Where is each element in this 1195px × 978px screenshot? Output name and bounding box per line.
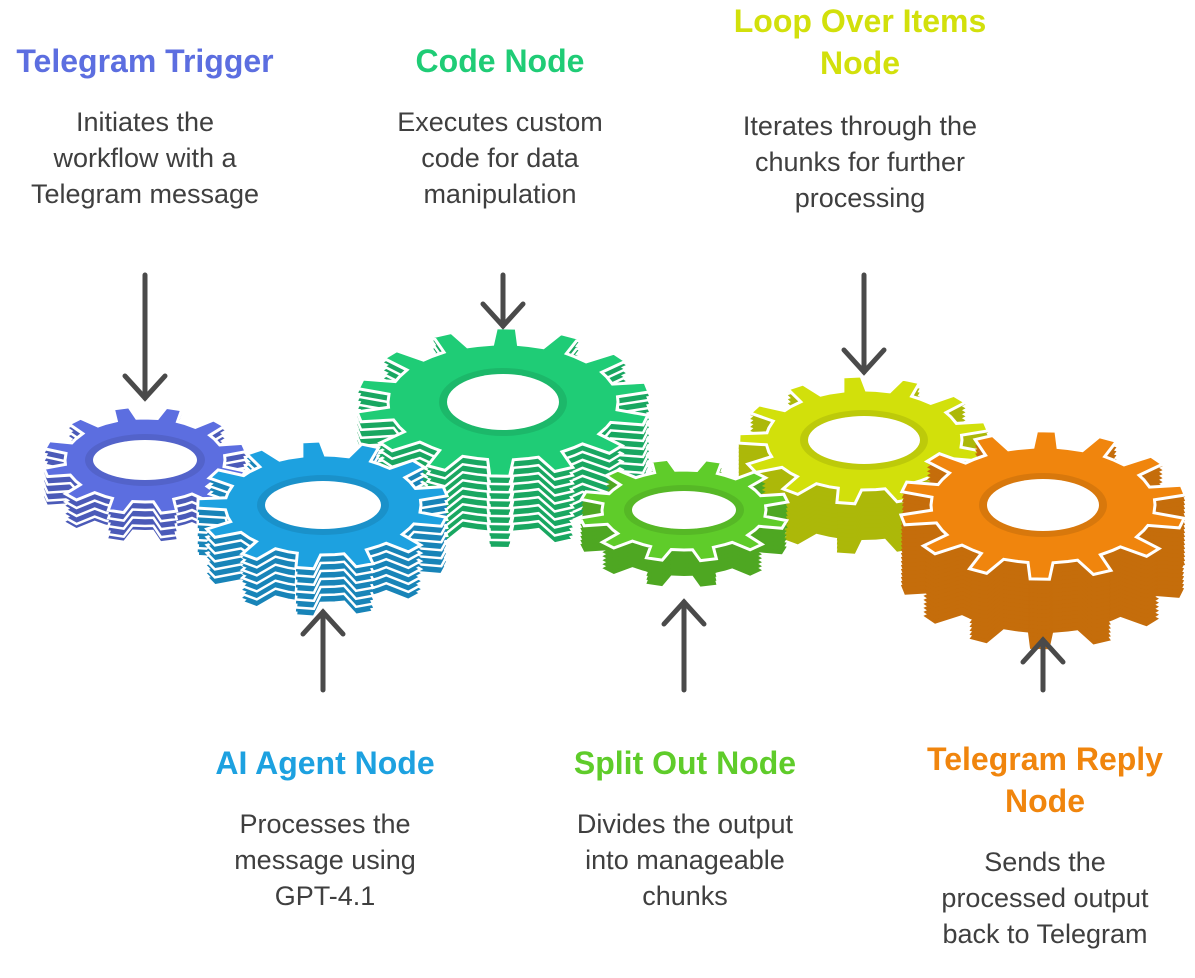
node-title: Split Out Node	[573, 745, 797, 781]
node-description: Iterates through the chunks for further …	[742, 111, 978, 213]
gear-icon-ai-agent	[196, 439, 450, 619]
node-description: Divides the output into manageable chunk…	[576, 809, 794, 911]
node-title: Loop Over Items Node	[733, 3, 987, 81]
node-description: Executes custom code for data manipulati…	[397, 107, 603, 209]
gear-icon-telegram-trigger	[41, 405, 249, 542]
label-loop-over-items-node: Loop Over Items Node Iterates through th…	[700, 0, 1020, 216]
node-title: AI Agent Node	[215, 745, 435, 781]
label-telegram-reply-node: Telegram Reply Node Sends the processed …	[895, 738, 1195, 952]
arrow-down-icon-telegram-trigger	[122, 272, 168, 402]
arrow-down-icon-code-node	[480, 272, 526, 330]
arrow-down-icon-loop-over-items	[841, 272, 887, 376]
label-split-out-node: Split Out Node Divides the output into m…	[535, 742, 835, 914]
node-description: Initiates the workflow with a Telegram m…	[30, 107, 260, 209]
label-telegram-trigger: Telegram Trigger Initiates the workflow …	[0, 40, 290, 212]
node-title: Telegram Reply Node	[927, 741, 1163, 819]
node-description: Sends the processed output back to Teleg…	[941, 847, 1149, 949]
gear-icon-telegram-reply	[898, 429, 1188, 650]
gear-icon-split-out	[578, 457, 790, 587]
gear-icon-loop-over-items	[737, 374, 991, 554]
node-description: Processes the message using GPT-4.1	[234, 809, 416, 911]
label-code-node: Code Node Executes custom code for data …	[355, 40, 645, 212]
arrow-up-icon-ai-agent	[300, 608, 346, 693]
arrow-up-icon-split-out	[661, 598, 707, 693]
label-ai-agent-node: AI Agent Node Processes the message usin…	[180, 742, 470, 914]
node-title: Code Node	[415, 43, 585, 79]
arrow-up-icon-telegram-reply	[1020, 636, 1066, 693]
node-title: Telegram Trigger	[16, 43, 274, 79]
